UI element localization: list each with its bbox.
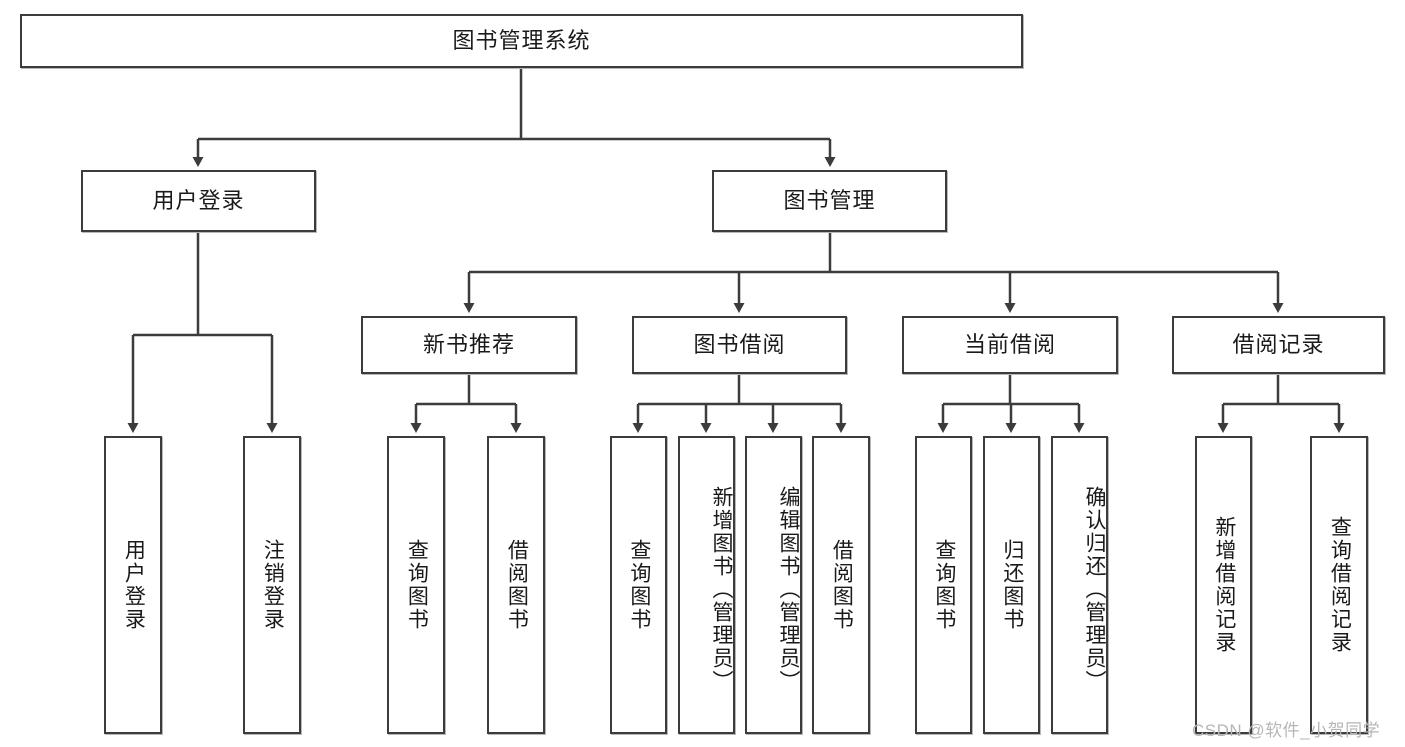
edge-group-borrow-record xyxy=(1217,374,1345,433)
node-label: 查询图书 xyxy=(932,539,956,631)
edge-group-user-login xyxy=(127,232,278,433)
node-book-borrow[interactable]: 图书借阅 xyxy=(632,316,847,374)
node-new-book-recommend[interactable]: 新书推荐 xyxy=(361,316,577,374)
edge-group-book-manage xyxy=(463,232,1284,313)
node-label: 确认归还（管理员） xyxy=(1083,485,1106,693)
node-leaf-borrow-book[interactable]: 借阅图书 xyxy=(812,436,870,734)
node-label: 图书借阅 xyxy=(693,331,786,357)
node-borrow-record[interactable]: 借阅记录 xyxy=(1172,316,1385,374)
csdn-watermark: CSDN @软件_小贺同学 xyxy=(1192,721,1381,740)
node-label: 用户登录 xyxy=(152,187,245,213)
node-label: 查询图书 xyxy=(627,539,651,631)
node-label: 编辑图书（管理员） xyxy=(777,485,800,693)
node-label: 查询借阅记录 xyxy=(1328,516,1352,654)
node-leaf-add-borrow-record[interactable]: 新增借阅记录 xyxy=(1195,436,1252,734)
node-label: 新增图书（管理员） xyxy=(710,485,733,693)
edge-group-root xyxy=(192,68,836,167)
node-leaf-query-book-recommend[interactable]: 查询图书 xyxy=(387,436,445,734)
node-label: 当前借阅 xyxy=(963,331,1056,357)
node-leaf-edit-book-admin[interactable]: 编辑图书（管理员） xyxy=(745,436,802,734)
edge-group-book-borrow xyxy=(632,374,847,433)
node-leaf-query-book-current[interactable]: 查询图书 xyxy=(915,436,972,734)
node-label: 用户登录 xyxy=(122,539,146,631)
edge-group-current-borrow xyxy=(937,374,1085,433)
node-root-book-management-system[interactable]: 图书管理系统 xyxy=(20,14,1023,68)
node-leaf-user-login[interactable]: 用户登录 xyxy=(104,436,162,734)
node-leaf-return-book[interactable]: 归还图书 xyxy=(983,436,1040,734)
node-leaf-logout-login[interactable]: 注销登录 xyxy=(243,436,301,734)
node-user-login[interactable]: 用户登录 xyxy=(81,170,316,232)
node-leaf-confirm-return-admin[interactable]: 确认归还（管理员） xyxy=(1051,436,1108,734)
node-current-borrow[interactable]: 当前借阅 xyxy=(902,316,1118,374)
node-label: 新增借阅记录 xyxy=(1212,516,1236,654)
node-book-management[interactable]: 图书管理 xyxy=(712,170,947,232)
node-label: 注销登录 xyxy=(261,539,285,631)
node-leaf-borrow-book-recommend[interactable]: 借阅图书 xyxy=(487,436,545,734)
node-leaf-add-book-admin[interactable]: 新增图书（管理员） xyxy=(678,436,735,734)
node-label: 借阅图书 xyxy=(830,539,854,631)
node-label: 归还图书 xyxy=(1000,539,1024,631)
node-label: 图书管理系统 xyxy=(452,27,591,53)
node-label: 新书推荐 xyxy=(422,331,515,357)
node-leaf-query-book-borrow[interactable]: 查询图书 xyxy=(610,436,667,734)
node-leaf-query-borrow-record[interactable]: 查询借阅记录 xyxy=(1310,436,1368,734)
edge-group-new-book-recommend xyxy=(410,374,522,433)
node-label: 借阅图书 xyxy=(505,539,529,631)
node-label: 借阅记录 xyxy=(1232,331,1325,357)
node-label: 图书管理 xyxy=(783,187,876,213)
node-label: 查询图书 xyxy=(405,539,429,631)
